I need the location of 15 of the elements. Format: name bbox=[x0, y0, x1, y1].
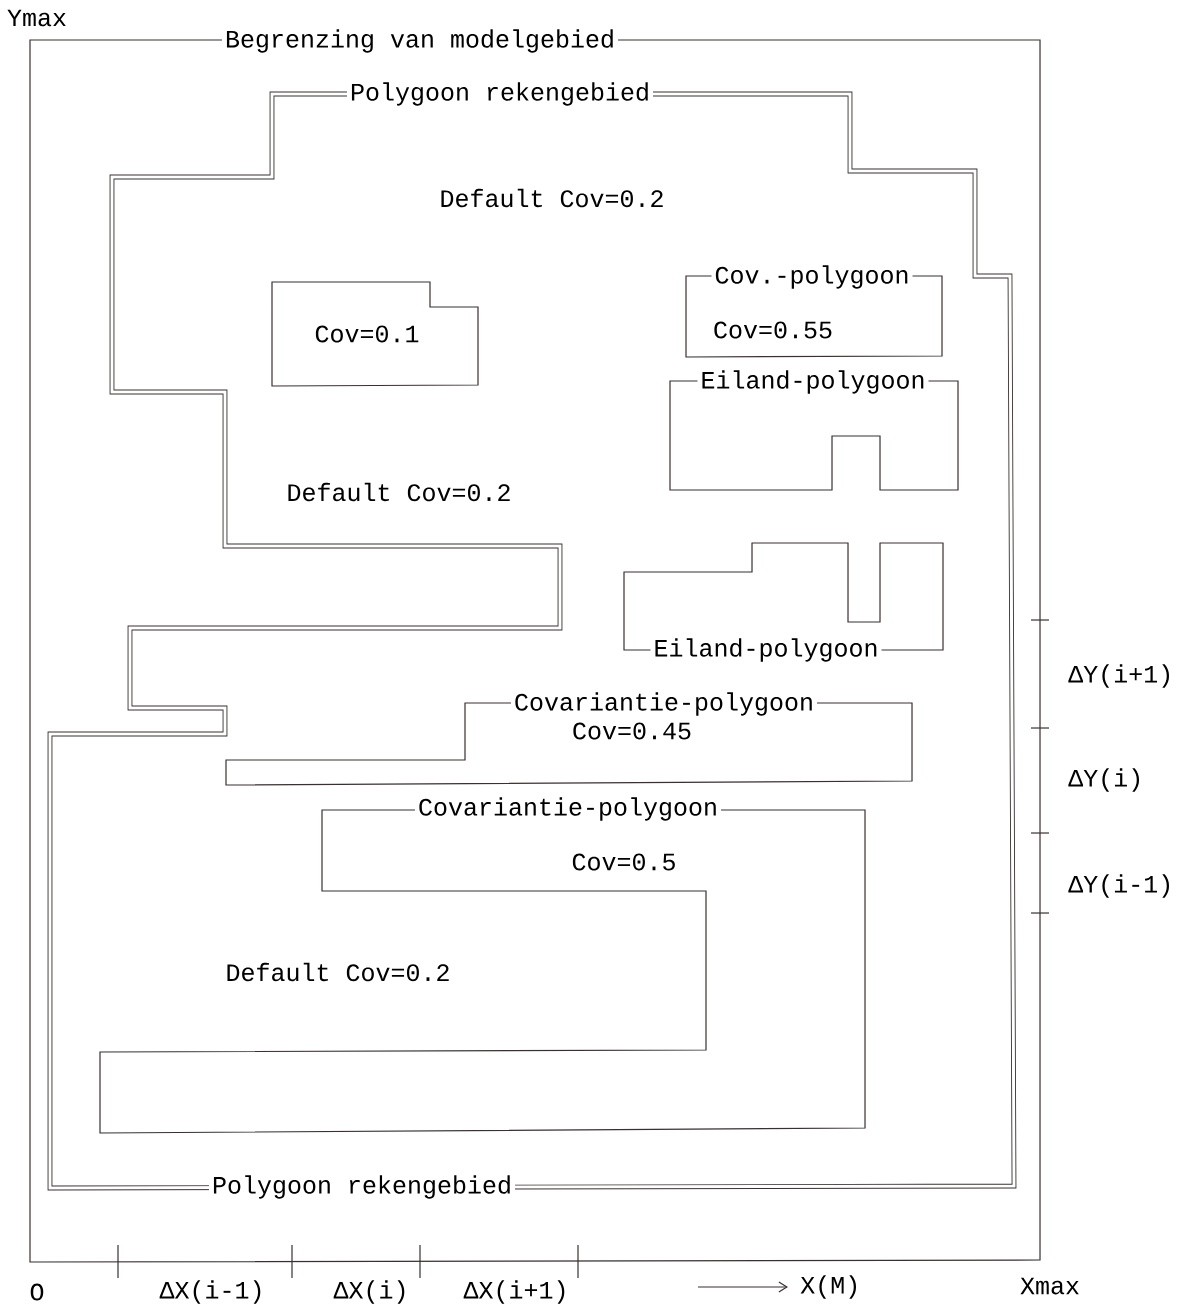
axis-label: ΔX(i+1) bbox=[463, 1280, 565, 1304]
polygon-outline: Eiland-polygoon bbox=[669, 367, 959, 491]
polygon-outline: Cov.-polygoon Cov=0.55 bbox=[685, 262, 943, 358]
polygon-outline: Cov=0.1 bbox=[271, 281, 479, 387]
axis-label: O bbox=[30, 1283, 44, 1301]
axis-label: X(M) bbox=[800, 1275, 856, 1299]
axis-label: ΔY(i-1) bbox=[1068, 874, 1169, 898]
axis-label: ΔY(i) bbox=[1068, 768, 1139, 792]
polygon-outline: Eiland-polygoon bbox=[623, 542, 944, 665]
axis-label: Xmax bbox=[1020, 1277, 1079, 1295]
axis-label: ΔX(i-1) bbox=[159, 1280, 261, 1304]
polygon-outline: Covariantie-polygoon Cov=0.45 bbox=[225, 689, 913, 786]
axis-label: ΔX(i) bbox=[333, 1280, 405, 1304]
axis-label: Ymax bbox=[7, 9, 66, 27]
axis-label: ΔY(i+1) bbox=[1068, 664, 1169, 688]
